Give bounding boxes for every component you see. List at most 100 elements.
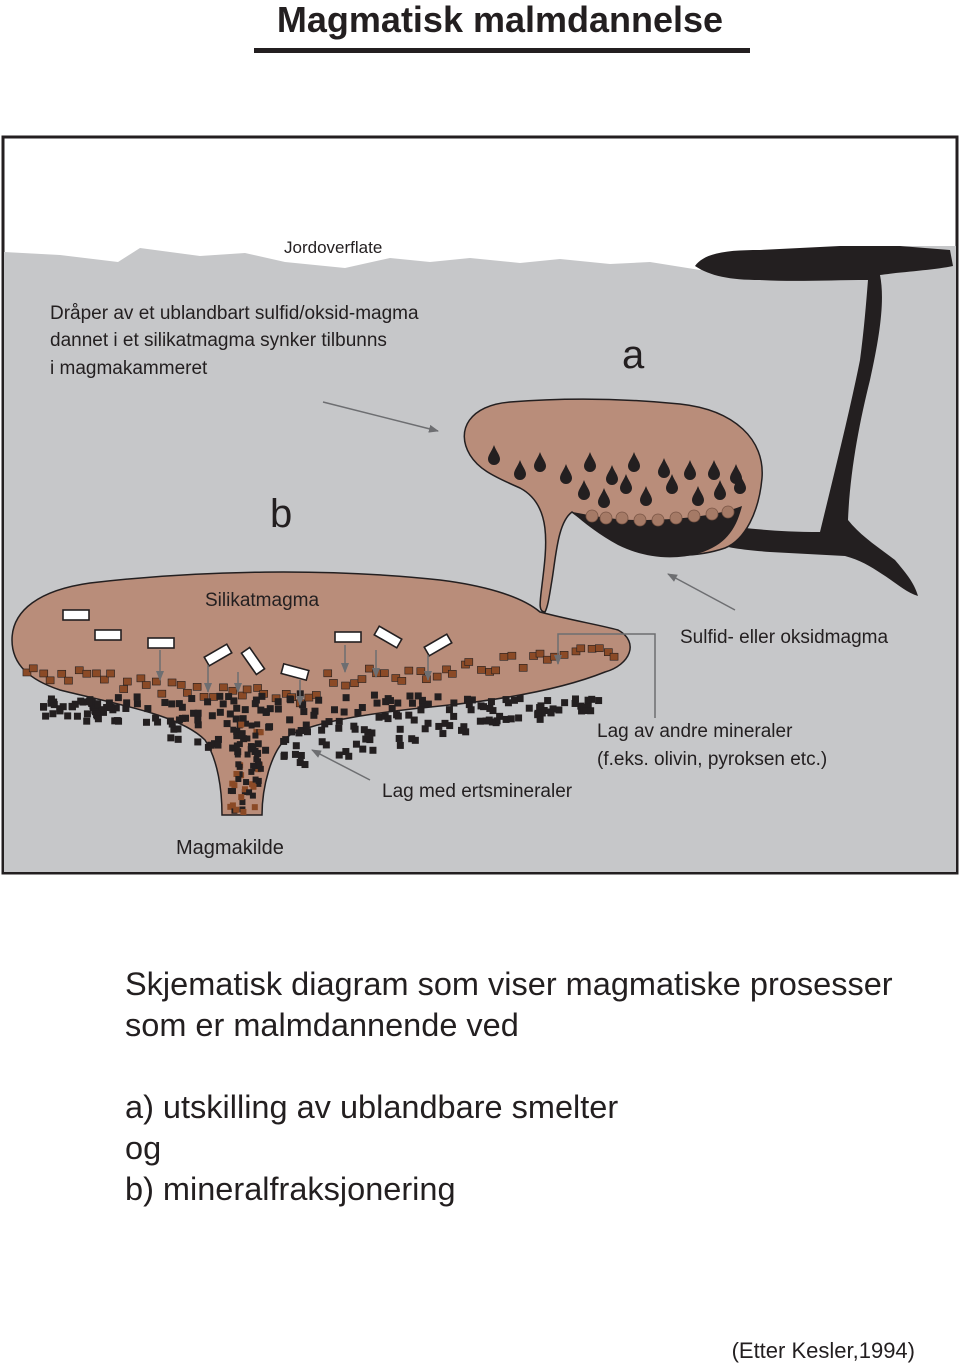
ore-crystal	[248, 768, 255, 775]
lower-chamber	[11, 571, 631, 816]
ore-crystal	[595, 697, 603, 705]
ore-crystal	[534, 709, 542, 717]
sulfide-droplet-top	[721, 505, 735, 519]
ore-crystal	[240, 808, 247, 815]
ore-crystal	[266, 723, 274, 731]
caption-line-3: a) utskilling av ublandbare smelter	[125, 1089, 619, 1125]
sulfide-droplets	[488, 445, 746, 527]
ore-crystal	[233, 704, 241, 712]
ore-crystal	[223, 720, 231, 728]
ore-crystal	[248, 722, 255, 729]
sulfide-droplet	[734, 474, 746, 494]
ore-crystal	[243, 779, 250, 786]
ore-crystal	[194, 738, 202, 746]
silicate-crystal	[280, 662, 310, 682]
ore-crystal	[174, 735, 182, 743]
ore-crystal	[28, 664, 38, 673]
ore-crystal	[397, 677, 407, 685]
ore-crystal	[240, 735, 248, 743]
ore-crystal	[446, 722, 454, 730]
ore-crystal	[584, 702, 592, 710]
ore-crystal	[251, 700, 259, 708]
ore-crystal	[142, 718, 150, 726]
ore-crystal	[113, 717, 121, 725]
ore-crystal	[233, 770, 240, 777]
ore-crystal	[238, 732, 245, 739]
ore-crystal	[357, 675, 367, 683]
sulfide-droplet	[488, 445, 500, 465]
ore-crystal	[441, 719, 449, 727]
ore-crystal	[57, 669, 67, 678]
ore-crystal	[141, 681, 151, 689]
ore-crystal	[362, 735, 370, 743]
other-minerals-leader	[554, 633, 656, 718]
sulfide-droplet	[514, 460, 526, 480]
caption-line-4: og	[125, 1130, 162, 1166]
ore-crystal	[229, 788, 236, 795]
ore-crystal	[274, 705, 282, 713]
ore-crystal	[251, 804, 258, 811]
ore-crystal	[291, 750, 299, 758]
ore-crystal	[71, 700, 79, 708]
sulfide-droplet-top	[687, 509, 701, 523]
ore-crystal	[322, 741, 330, 749]
sulfide-droplet	[598, 488, 610, 508]
ore-crystal	[345, 752, 353, 760]
ore-crystal	[208, 712, 216, 720]
ore-crystal	[252, 696, 260, 704]
ore-crystal	[335, 751, 343, 759]
ore-crystal	[64, 676, 73, 685]
other-minerals-label-1: Lag av andre mineraler	[597, 721, 793, 742]
ore-crystal	[536, 715, 544, 723]
ore-crystal	[318, 738, 326, 746]
ore-crystal	[373, 699, 381, 707]
ore-crystal	[416, 667, 426, 675]
ore-crystal	[395, 734, 403, 742]
other-minerals-label-2: (f.eks. olivin, pyroksen etc.)	[597, 749, 827, 770]
ore-crystal	[515, 714, 523, 722]
ore-crystal	[414, 692, 422, 700]
ore-crystal	[249, 792, 256, 799]
sulfide-droplet-top	[705, 507, 719, 521]
ore-crystal	[561, 699, 569, 707]
ore-crystal	[246, 789, 253, 796]
ore-crystal	[235, 776, 242, 783]
ore-crystal	[154, 718, 162, 726]
ore-crystal	[176, 681, 186, 689]
ore-crystal	[447, 669, 457, 678]
ore-crystal	[458, 726, 466, 734]
ore-crystal	[136, 674, 146, 683]
ore-crystal	[315, 696, 323, 704]
ore-crystal	[467, 706, 475, 714]
ore-crystal	[94, 715, 102, 723]
ore-crystal	[582, 707, 590, 715]
ore-crystal	[262, 708, 270, 716]
ore-crystal	[297, 751, 305, 759]
ore-crystal	[178, 703, 186, 711]
ore-crystal	[42, 712, 50, 720]
ore-crystal	[244, 751, 251, 758]
ore-crystal	[229, 802, 236, 809]
ore-crystal	[230, 697, 238, 705]
ore-crystal	[258, 692, 266, 700]
ore-crystal	[388, 705, 396, 713]
ore-crystal	[588, 695, 596, 703]
page-title: Magmatisk malmdannelse	[276, 0, 724, 40]
label-b: b	[270, 492, 292, 536]
ore-crystal	[301, 761, 309, 769]
droplets-label-2: dannet i et silikatmagma synker tilbunns	[50, 330, 387, 351]
ore-crystal	[450, 699, 458, 707]
ore-crystal	[94, 700, 102, 708]
ore-crystal	[487, 698, 495, 706]
ore-crystal	[175, 700, 183, 708]
sulfide-droplet	[628, 452, 640, 472]
ore-crystal	[122, 704, 130, 712]
ore-crystal	[502, 696, 510, 704]
ore-crystal	[547, 709, 555, 717]
ore-crystal	[542, 655, 552, 664]
ore-crystal	[370, 691, 378, 699]
ore-crystal	[274, 698, 282, 706]
sulfide-droplet-top	[615, 511, 629, 525]
source-credit: (Etter Kesler,1994)	[731, 1338, 915, 1363]
ore-crystal	[107, 703, 115, 711]
